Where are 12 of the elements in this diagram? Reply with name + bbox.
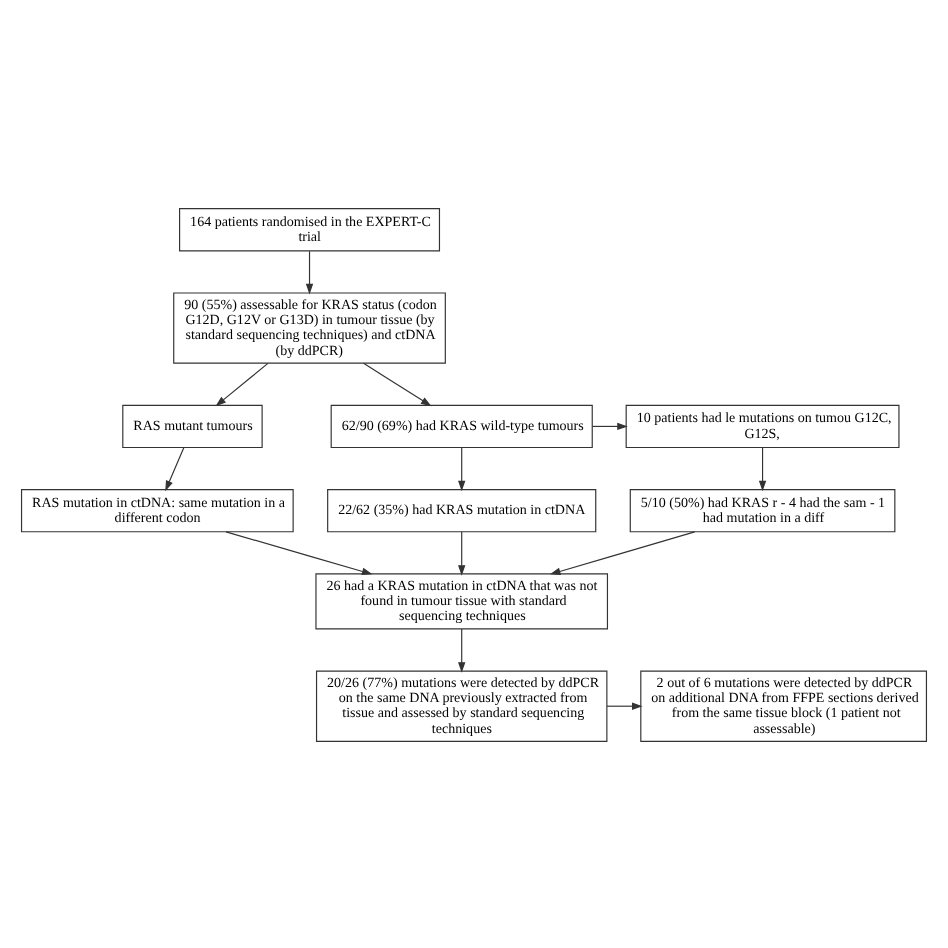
arrow — [215, 361, 269, 406]
arrow — [591, 421, 628, 430]
arrow — [225, 530, 373, 574]
arrow — [458, 627, 466, 672]
arrow — [549, 530, 696, 574]
arrow — [165, 446, 185, 491]
arrow — [305, 249, 314, 294]
arrow — [458, 446, 466, 491]
arrow — [363, 361, 432, 406]
arrow — [458, 530, 466, 575]
arrow — [606, 701, 643, 709]
arrow — [758, 446, 767, 491]
